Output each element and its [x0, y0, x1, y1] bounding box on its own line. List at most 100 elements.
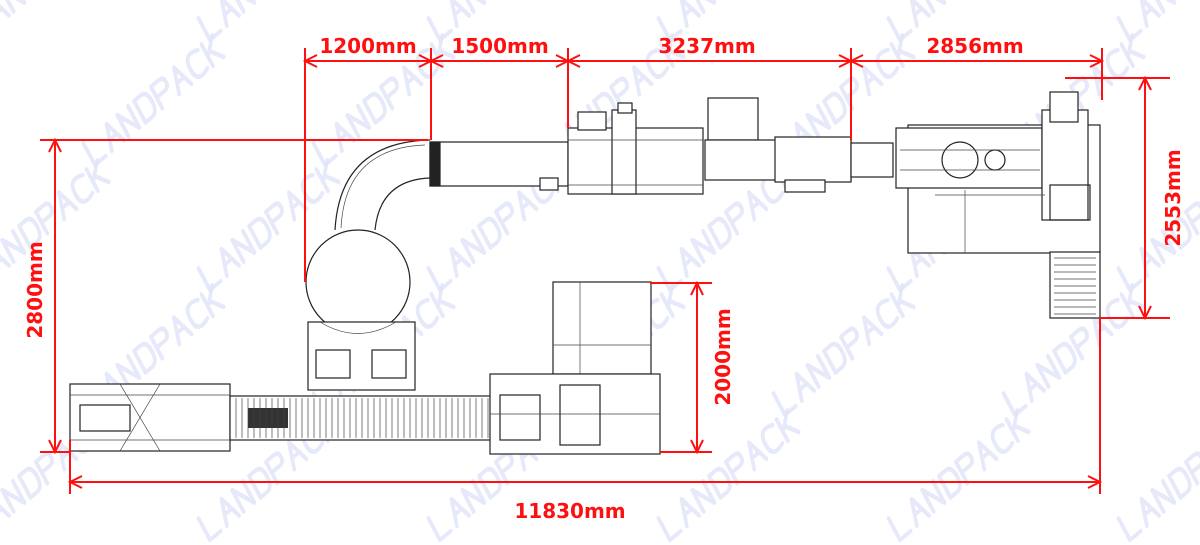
dim-2800: 2800mm: [23, 241, 47, 338]
watermark-glyph: [0, 0, 11, 29]
arrowhead: [1138, 75, 1152, 91]
watermark-glyph: [822, 341, 847, 375]
watermark-glyph: [415, 47, 440, 79]
watermark-glyph: [839, 76, 859, 111]
watermark-glyph: [264, 451, 284, 486]
watermark-glyph: [1116, 516, 1143, 543]
watermark-glyph: [862, 315, 884, 347]
watermark-glyph: [659, 283, 686, 319]
watermark-logo: [81, 33, 226, 168]
watermark-logo: [1001, 283, 1146, 418]
arrowhead: [848, 54, 864, 68]
watermark-glyph: [862, 65, 884, 97]
watermark-glyph: [426, 266, 453, 293]
watermark-glyph: [57, 190, 79, 222]
watermark-glyph: [656, 266, 683, 293]
watermark-logo: [0, 0, 27, 29]
watermark-glyph: [149, 326, 169, 361]
watermark-glyph: [1139, 496, 1161, 529]
watermark-glyph: [1105, 47, 1130, 79]
watermark-glyph: [954, 451, 974, 486]
watermark-glyph: [149, 76, 169, 111]
watermark-glyph: [517, 190, 539, 222]
watermark-glyph: [747, 190, 769, 222]
watermark-glyph: [311, 141, 338, 168]
watermark-glyph: [1139, 0, 1161, 29]
watermark-glyph: [690, 0, 717, 14]
watermark-glyph: [707, 466, 732, 500]
watermark-glyph: [345, 103, 372, 139]
arrowhead: [67, 475, 83, 489]
watermark-glyph: [287, 440, 309, 472]
watermark-glyph: [1167, 466, 1192, 500]
watermark-glyph: [426, 16, 453, 43]
watermark-logo: [886, 408, 1031, 543]
watermark-glyph: [747, 440, 769, 472]
watermark-glyph: [889, 33, 916, 69]
watermark-glyph: [760, 422, 785, 454]
watermark-glyph: [185, 47, 210, 79]
watermark-glyph: [1116, 266, 1143, 293]
watermark-glyph: [875, 297, 900, 329]
watermark-glyph: [460, 228, 487, 264]
slat-conveyor: [229, 395, 493, 441]
watermark-glyph: [990, 422, 1015, 454]
watermark-glyph: [196, 266, 223, 293]
watermark-glyph: [230, 228, 257, 264]
watermark-glyph: [132, 91, 157, 125]
dim-1500: 1500mm: [451, 34, 548, 58]
watermark-logo: [196, 158, 341, 293]
watermark-glyph: [794, 371, 816, 404]
watermark-glyph: [656, 516, 683, 543]
weighing-machine: [567, 102, 704, 195]
watermark-glyph: [1150, 478, 1177, 514]
watermark-glyph: [0, 496, 11, 529]
watermark-glyph: [287, 190, 309, 222]
dim-2553: 2553mm: [1161, 149, 1185, 246]
watermark-glyph: [460, 478, 487, 514]
watermark-glyph: [886, 266, 913, 293]
watermark-glyph: [460, 0, 487, 14]
discharge-conveyor: [69, 383, 231, 452]
hopper-base: [307, 321, 416, 391]
palletizer: [489, 281, 661, 455]
watermark-glyph: [17, 466, 42, 500]
watermark-glyph: [1150, 0, 1177, 14]
watermark-glyph: [247, 466, 272, 500]
watermark-glyph: [724, 451, 744, 486]
watermark-glyph: [0, 228, 27, 264]
watermark-logo: [196, 0, 257, 43]
watermark-glyph: [805, 353, 832, 389]
watermark-glyph: [115, 353, 142, 389]
watermark-glyph: [314, 158, 341, 194]
watermark-glyph: [219, 496, 241, 529]
watermark-logo: [0, 158, 111, 279]
watermark-glyph: [1119, 283, 1146, 319]
watermark-glyph: [494, 201, 514, 236]
watermark-logo: [1116, 451, 1200, 543]
watermark-glyph: [429, 283, 456, 319]
watermark-glyph: [264, 201, 284, 236]
watermark-glyph: [1052, 341, 1077, 375]
watermark-glyph: [1116, 16, 1143, 43]
watermark-glyph: [920, 478, 947, 514]
arrowhead: [48, 137, 62, 153]
watermark-glyph: [449, 496, 471, 529]
watermark-glyph: [1024, 371, 1046, 404]
watermark-glyph: [707, 216, 732, 250]
watermark-glyph: [334, 121, 356, 154]
watermark-logo: [656, 408, 801, 543]
watermark-glyph: [429, 33, 456, 69]
watermark-glyph: [1150, 228, 1177, 264]
watermark-glyph: [0, 478, 27, 514]
watermark-glyph: [1004, 408, 1031, 444]
arrowhead: [1087, 475, 1103, 489]
watermark-glyph: [34, 451, 54, 486]
dim-2000: 2000mm: [711, 308, 735, 405]
watermark-glyph: [645, 47, 670, 79]
watermark-glyph: [477, 216, 502, 250]
watermark-glyph: [1184, 451, 1200, 486]
feeding-hopper: [305, 229, 411, 335]
watermark-glyph: [17, 216, 42, 250]
dim-2856: 2856mm: [926, 34, 1023, 58]
